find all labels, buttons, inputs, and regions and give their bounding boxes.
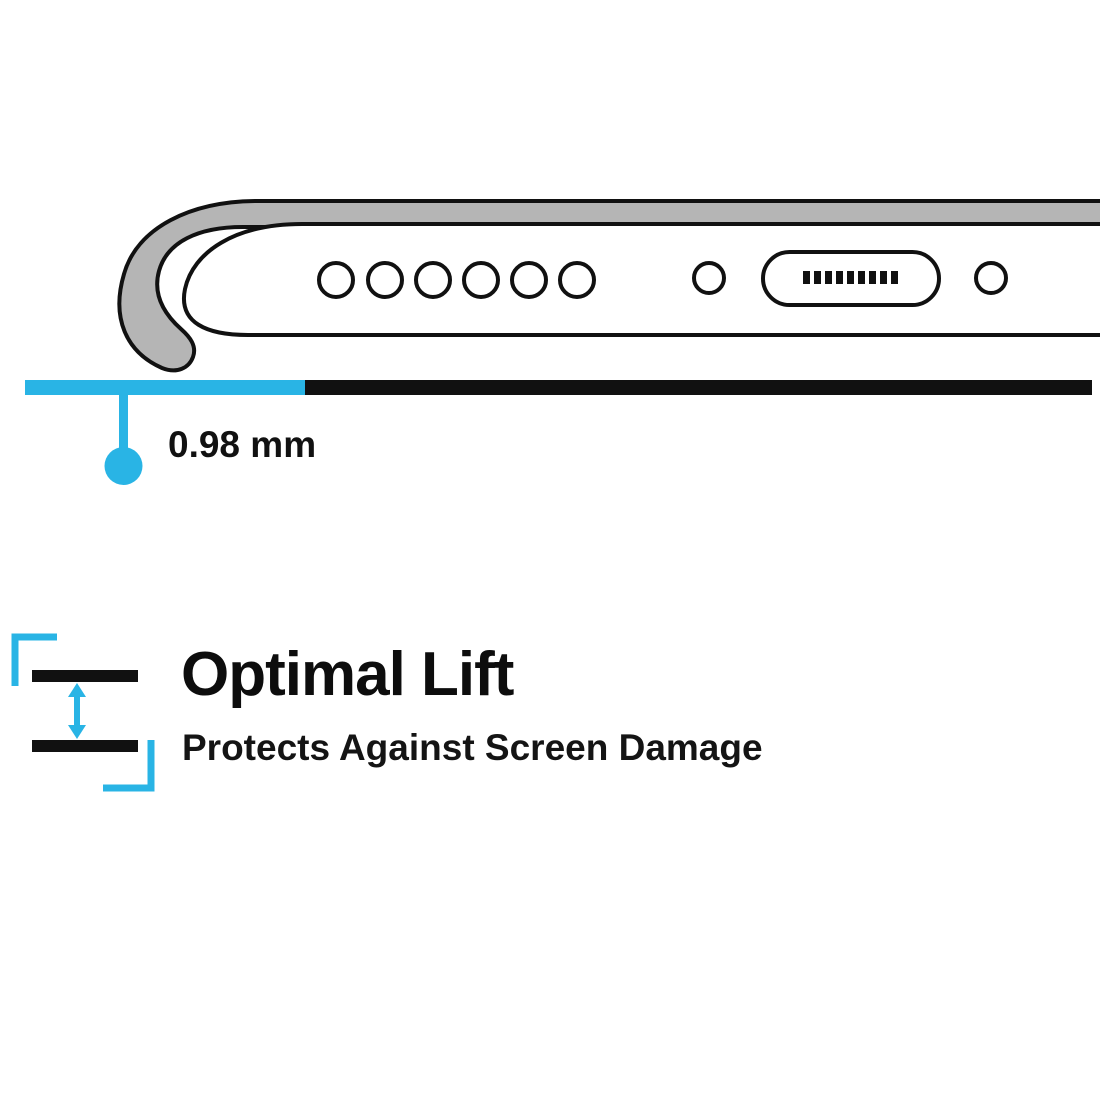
screw-hole-left-icon xyxy=(692,261,726,295)
phone-case-lip-icon xyxy=(117,199,1100,373)
speaker-holes-icon xyxy=(317,261,596,299)
screw-hole-right-icon xyxy=(974,261,1008,295)
surface-line-cyan-segment xyxy=(25,380,305,395)
bracket-bottom-right-icon xyxy=(103,740,155,792)
phone-edge-illustration xyxy=(117,199,1100,373)
lift-measurement-label: 0.98 mm xyxy=(168,424,317,465)
lift-top-bar xyxy=(32,670,138,682)
charging-port-icon xyxy=(761,250,941,307)
feature-subtitle: Protects Against Screen Damage xyxy=(182,727,763,768)
lift-bottom-bar xyxy=(32,740,138,752)
feature-title: Optimal Lift xyxy=(181,640,514,709)
bracket-top-left-icon xyxy=(11,633,57,686)
surface-line-black-segment xyxy=(305,380,1092,395)
double-arrow-icon xyxy=(68,683,86,739)
lift-spacing-icon xyxy=(11,633,155,792)
lift-indicator-dot-icon xyxy=(104,394,143,485)
surface-line xyxy=(25,380,1092,395)
